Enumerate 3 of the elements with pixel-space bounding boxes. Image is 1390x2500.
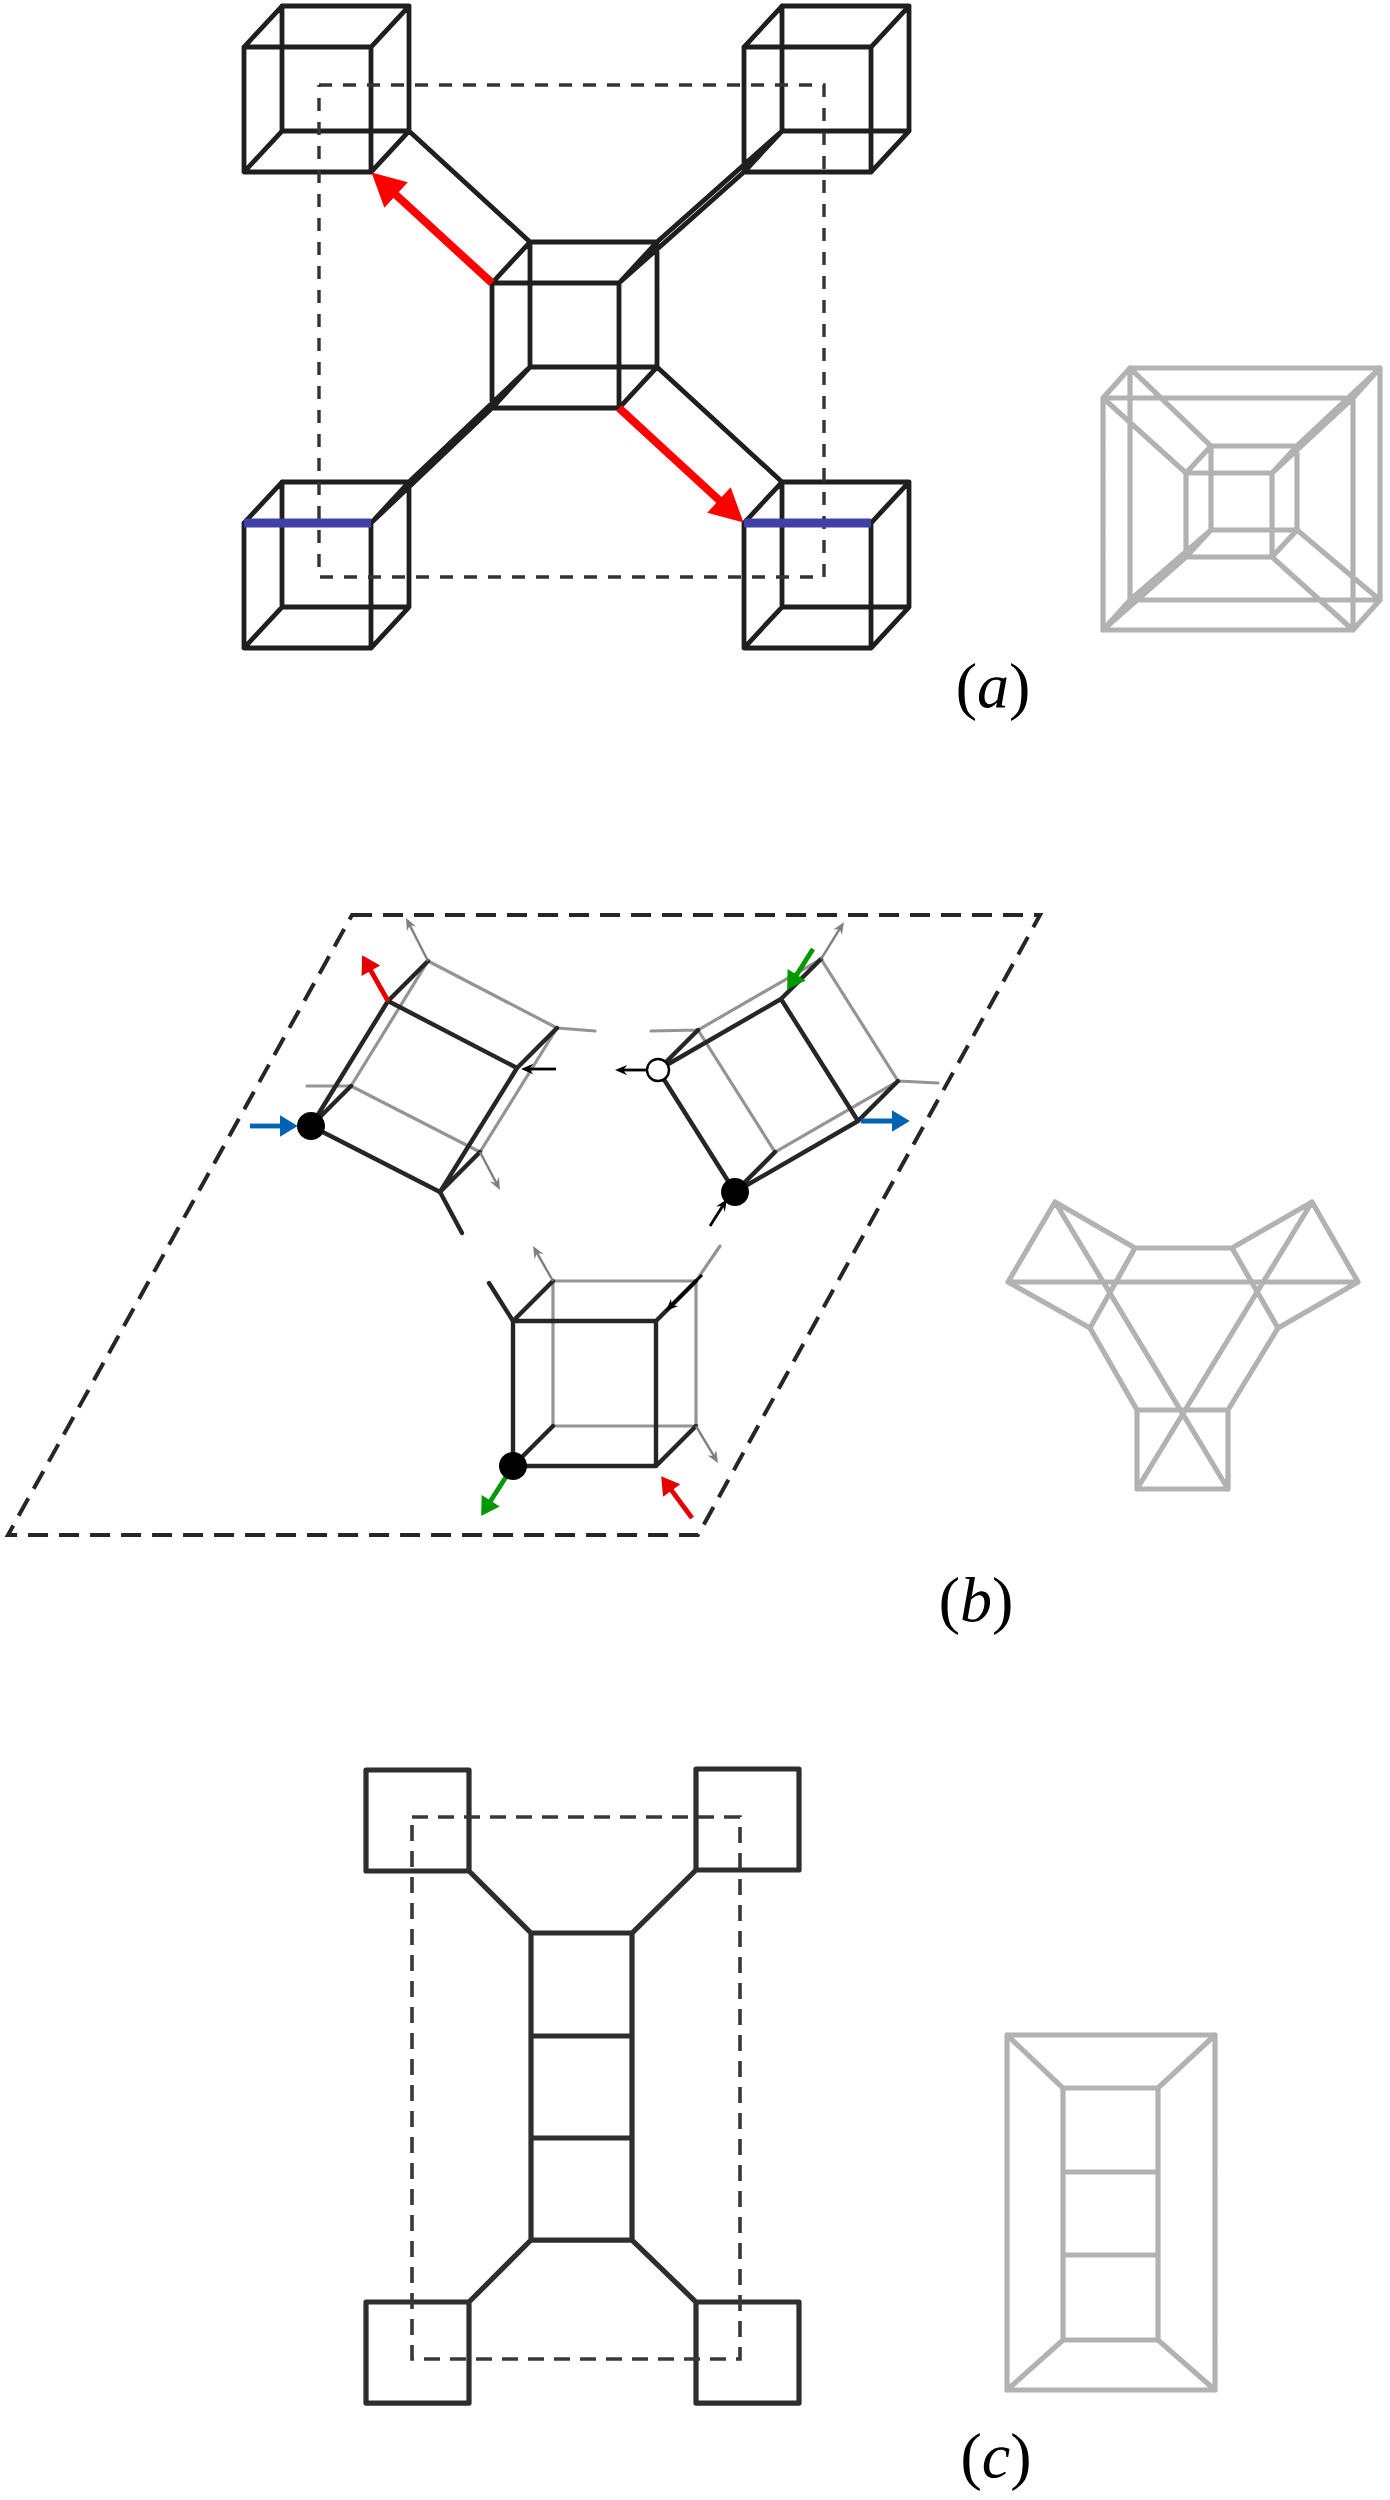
panel-label: (b) bbox=[941, 1577, 1011, 1635]
panel-label: (c) bbox=[963, 2433, 1029, 2492]
panel-label: (a) bbox=[958, 663, 1028, 721]
